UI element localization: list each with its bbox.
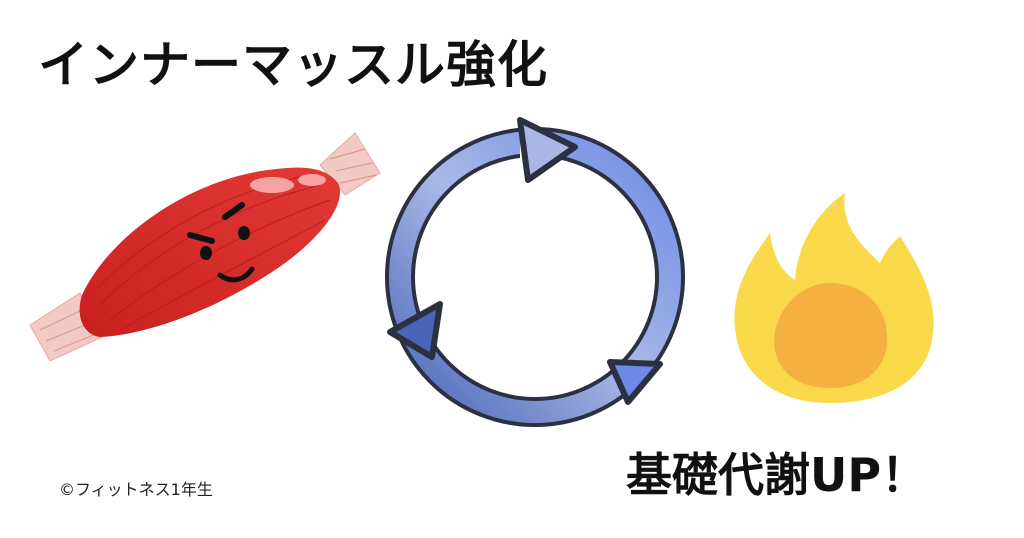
headline: インナーマッスル強化 <box>38 36 548 94</box>
muscle-character-icon <box>29 132 381 362</box>
cycle-arrows-icon <box>385 117 685 427</box>
copyright-credit: ©フィットネス1年生 <box>59 480 213 499</box>
result-text: 基礎代謝UP！ <box>626 448 928 502</box>
flame-icon <box>734 193 934 403</box>
